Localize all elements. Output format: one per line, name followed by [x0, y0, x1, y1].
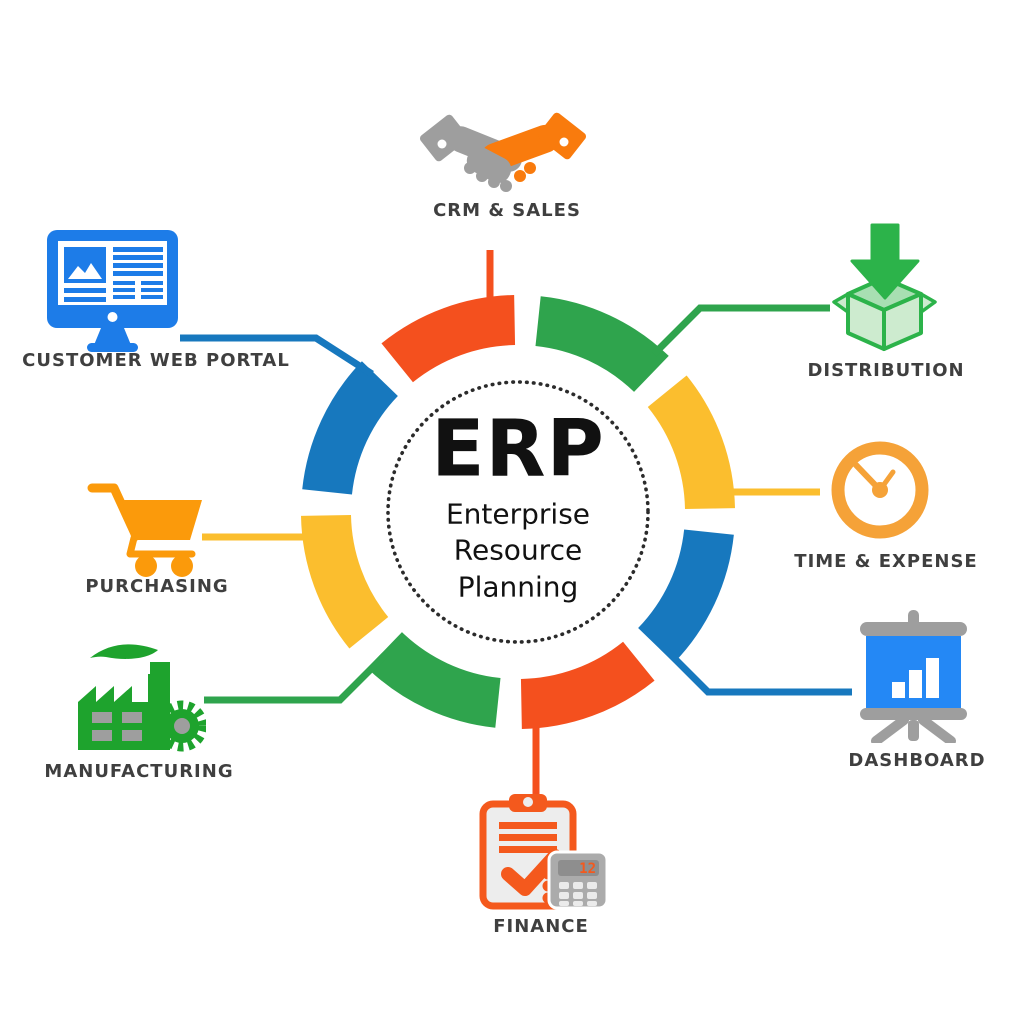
handshake-icon [420, 112, 586, 192]
arc-green-bottom-left [367, 631, 502, 728]
arc-yellow-right [647, 375, 735, 510]
connector-distribution [651, 304, 830, 357]
connector-customer-web-portal [180, 334, 374, 377]
arc-yellow-left [301, 514, 389, 649]
label-finance: FINANCE [493, 916, 589, 937]
erp-subtitle: Enterprise Resource Planning [445, 497, 591, 604]
center-dotted-circle [386, 380, 650, 644]
arc-blue-top-left [302, 361, 399, 496]
presentation-chart-icon [860, 610, 967, 743]
arc-red-top [381, 295, 516, 383]
arc-red-bottom [520, 641, 655, 729]
clock-icon [831, 441, 929, 539]
label-manufacturing: MANUFACTURING [44, 761, 234, 782]
calculator-display: 12 [579, 861, 596, 877]
factory-icon [78, 644, 206, 752]
shopping-cart-icon [87, 483, 202, 577]
label-purchasing: PURCHASING [85, 576, 229, 597]
arc-green-top-right [534, 296, 669, 393]
delivery-box-icon [832, 223, 937, 351]
label-dashboard: DASHBOARD [848, 750, 986, 771]
label-time-expense: TIME & EXPENSE [794, 551, 978, 572]
label-distribution: DISTRIBUTION [807, 360, 965, 381]
label-customer-web-portal: CUSTOMER WEB PORTAL [22, 350, 290, 371]
monitor-icon [47, 230, 178, 352]
connector-dashboard [659, 643, 852, 696]
erp-acronym: ERP [431, 404, 605, 495]
label-crm-sales: CRM & SALES [433, 200, 581, 221]
connector-manufacturing [204, 651, 389, 704]
arc-blue-bottom-right [637, 528, 734, 663]
clipboard-calculator-icon: 12 [479, 794, 609, 910]
center-title-block: ERP Enterprise Resource Planning [398, 411, 638, 606]
